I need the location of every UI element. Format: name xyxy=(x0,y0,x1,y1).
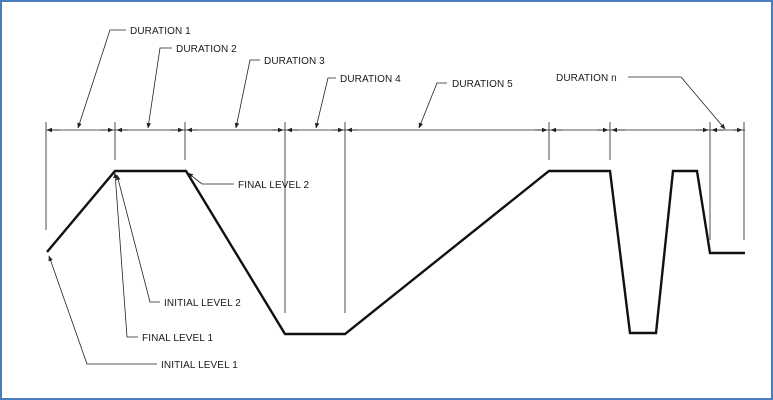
level-leaders xyxy=(48,172,234,365)
label-initial-level-1: INITIAL LEVEL 1 xyxy=(161,360,238,371)
label-duration-5: DURATION 5 xyxy=(452,79,513,90)
duration-leaders xyxy=(77,29,726,130)
label-final-level-1: FINAL LEVEL 1 xyxy=(142,333,213,344)
level-profile-waveform xyxy=(46,169,745,336)
label-duration-4: DURATION 4 xyxy=(340,74,401,85)
extension-lines xyxy=(45,122,745,313)
label-duration-3: DURATION 3 xyxy=(264,56,325,67)
label-duration-n: DURATION n xyxy=(556,73,617,84)
label-final-level-2: FINAL LEVEL 2 xyxy=(238,180,309,191)
label-duration-2: DURATION 2 xyxy=(176,44,237,55)
label-initial-level-2: INITIAL LEVEL 2 xyxy=(164,298,241,309)
label-duration-1: DURATION 1 xyxy=(130,26,191,37)
